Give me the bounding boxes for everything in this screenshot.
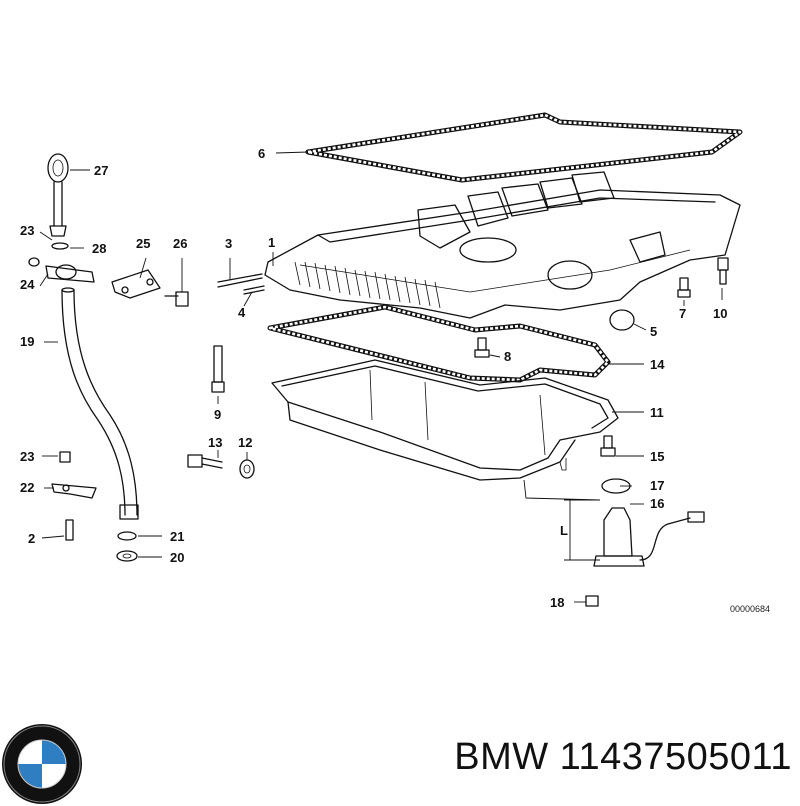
callout-7: 7 xyxy=(679,306,686,321)
tube-clamp xyxy=(28,257,95,283)
clip-22 xyxy=(51,483,97,499)
bolt-9 xyxy=(211,345,225,393)
upper-gasket xyxy=(305,112,743,183)
plug-5 xyxy=(609,309,635,331)
callout-21: 21 xyxy=(170,529,184,544)
stud-4 xyxy=(243,285,265,295)
dipstick xyxy=(47,153,69,250)
bolt-26 xyxy=(164,291,189,307)
callout-labels: 27 23 28 25 26 3 1 6 24 4 19 7 10 5 8 14… xyxy=(20,146,770,614)
callout-17: 17 xyxy=(650,478,664,493)
dipstick-tube xyxy=(61,287,139,520)
stud-3 xyxy=(217,273,263,288)
callout-26: 26 xyxy=(173,236,187,251)
bolt-15 xyxy=(600,435,616,457)
callout-16: 16 xyxy=(650,496,664,511)
callout-23-bottom: 23 xyxy=(20,449,34,464)
bolt-8 xyxy=(474,337,490,358)
callout-23-top: 23 xyxy=(20,223,34,238)
callout-2: 2 xyxy=(28,531,35,546)
bolt-10 xyxy=(717,257,729,285)
stud-2 xyxy=(65,519,74,541)
callout-4: 4 xyxy=(238,305,246,320)
callout-L: L xyxy=(560,523,568,538)
callout-13: 13 xyxy=(208,435,222,450)
oil-level-sensor xyxy=(593,507,705,567)
callout-15: 15 xyxy=(650,449,664,464)
callout-14: 14 xyxy=(650,357,665,372)
callout-8: 8 xyxy=(504,349,511,364)
bolt-13 xyxy=(187,454,223,469)
callout-11: 11 xyxy=(650,405,664,420)
o-ring-21 xyxy=(117,531,137,541)
lower-gasket xyxy=(267,304,611,383)
bracket xyxy=(111,269,161,299)
product-caption: BMW 11437505011 xyxy=(454,736,792,778)
callout-22: 22 xyxy=(20,480,34,495)
callout-27: 27 xyxy=(94,163,108,178)
callout-25: 25 xyxy=(136,236,150,251)
callout-20: 20 xyxy=(170,550,184,565)
callout-10: 10 xyxy=(713,306,727,321)
bolt-7 xyxy=(677,277,691,298)
dimension-L xyxy=(523,479,601,561)
nut-18 xyxy=(585,595,599,607)
callout-6: 6 xyxy=(258,146,265,161)
callout-12: 12 xyxy=(238,435,252,450)
callout-19: 19 xyxy=(20,334,34,349)
callout-24: 24 xyxy=(20,277,35,292)
washer-20 xyxy=(116,550,138,562)
diagram-reference: 00000684 xyxy=(730,604,770,614)
bmw-logo-icon xyxy=(2,724,82,804)
leader-lines xyxy=(39,151,723,603)
callout-28: 28 xyxy=(92,241,106,256)
nut-23 xyxy=(59,451,71,463)
callout-18: 18 xyxy=(550,595,564,610)
callout-9: 9 xyxy=(214,407,221,422)
lower-oil-pan xyxy=(271,359,619,481)
callout-3: 3 xyxy=(225,236,232,251)
upper-oil-pan xyxy=(264,171,741,319)
callout-1: 1 xyxy=(268,235,275,250)
callout-5: 5 xyxy=(650,324,657,339)
washer-12 xyxy=(239,459,255,479)
